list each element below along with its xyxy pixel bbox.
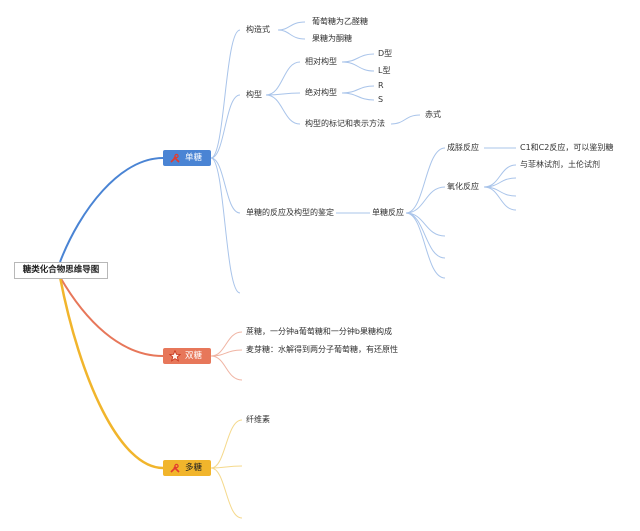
topic-structure-item[interactable]: 葡萄糖为乙醛糖 (312, 17, 368, 26)
topic-relative-config[interactable]: 相对构型 (305, 57, 337, 66)
topic-sucrose[interactable]: 蔗糖，一分钟a葡萄糖和一分钟b果糖构成 (246, 327, 392, 336)
topic-relative-item[interactable]: L型 (378, 66, 391, 75)
branch-label: 双糖 (185, 351, 203, 361)
topic-oxidation[interactable]: 氧化反应 (447, 182, 479, 191)
topic-relative-item[interactable]: D型 (378, 49, 393, 58)
topic-absolute-item[interactable]: S (378, 95, 384, 104)
topic-osazone-item[interactable]: C1和C2反应，可以鉴别糖 (520, 143, 614, 152)
branch-polysaccharide[interactable]: 多糖 (163, 460, 211, 476)
branch-monosaccharide[interactable]: 单糖 (163, 150, 211, 166)
root-node[interactable]: 糖类化合物思维导图 (14, 262, 108, 279)
topic-structure[interactable]: 构造式 (246, 25, 270, 34)
tools-icon (169, 462, 181, 474)
topic-absolute-item[interactable]: R (378, 81, 384, 90)
branch-label: 单糖 (185, 153, 203, 163)
topic-structure-item[interactable]: 果糖为酮糖 (312, 34, 352, 43)
topic-maltose[interactable]: 麦芽糖：水解得到两分子葡萄糖，有还原性 (246, 345, 398, 354)
topic-configuration[interactable]: 构型 (246, 90, 262, 99)
topic-config-notation[interactable]: 构型的标记和表示方法 (305, 119, 385, 128)
topic-reaction[interactable]: 单糖的反应及构型的鉴定 (246, 208, 334, 217)
topic-oxidation-item[interactable]: 与菲林试剂，土伦试剂 (520, 160, 600, 169)
topic-notation-item[interactable]: 赤式 (425, 110, 441, 119)
topic-osazone[interactable]: 成脎反应 (447, 143, 479, 152)
star-icon (168, 349, 182, 362)
topic-absolute-config[interactable]: 绝对构型 (305, 88, 337, 97)
topic-mono-reaction[interactable]: 单糖反应 (372, 208, 404, 217)
topic-cellulose[interactable]: 纤维素 (246, 415, 270, 424)
branch-label: 多糖 (185, 463, 203, 473)
branch-disaccharide[interactable]: 双糖 (163, 348, 211, 364)
tools-icon (169, 152, 181, 164)
